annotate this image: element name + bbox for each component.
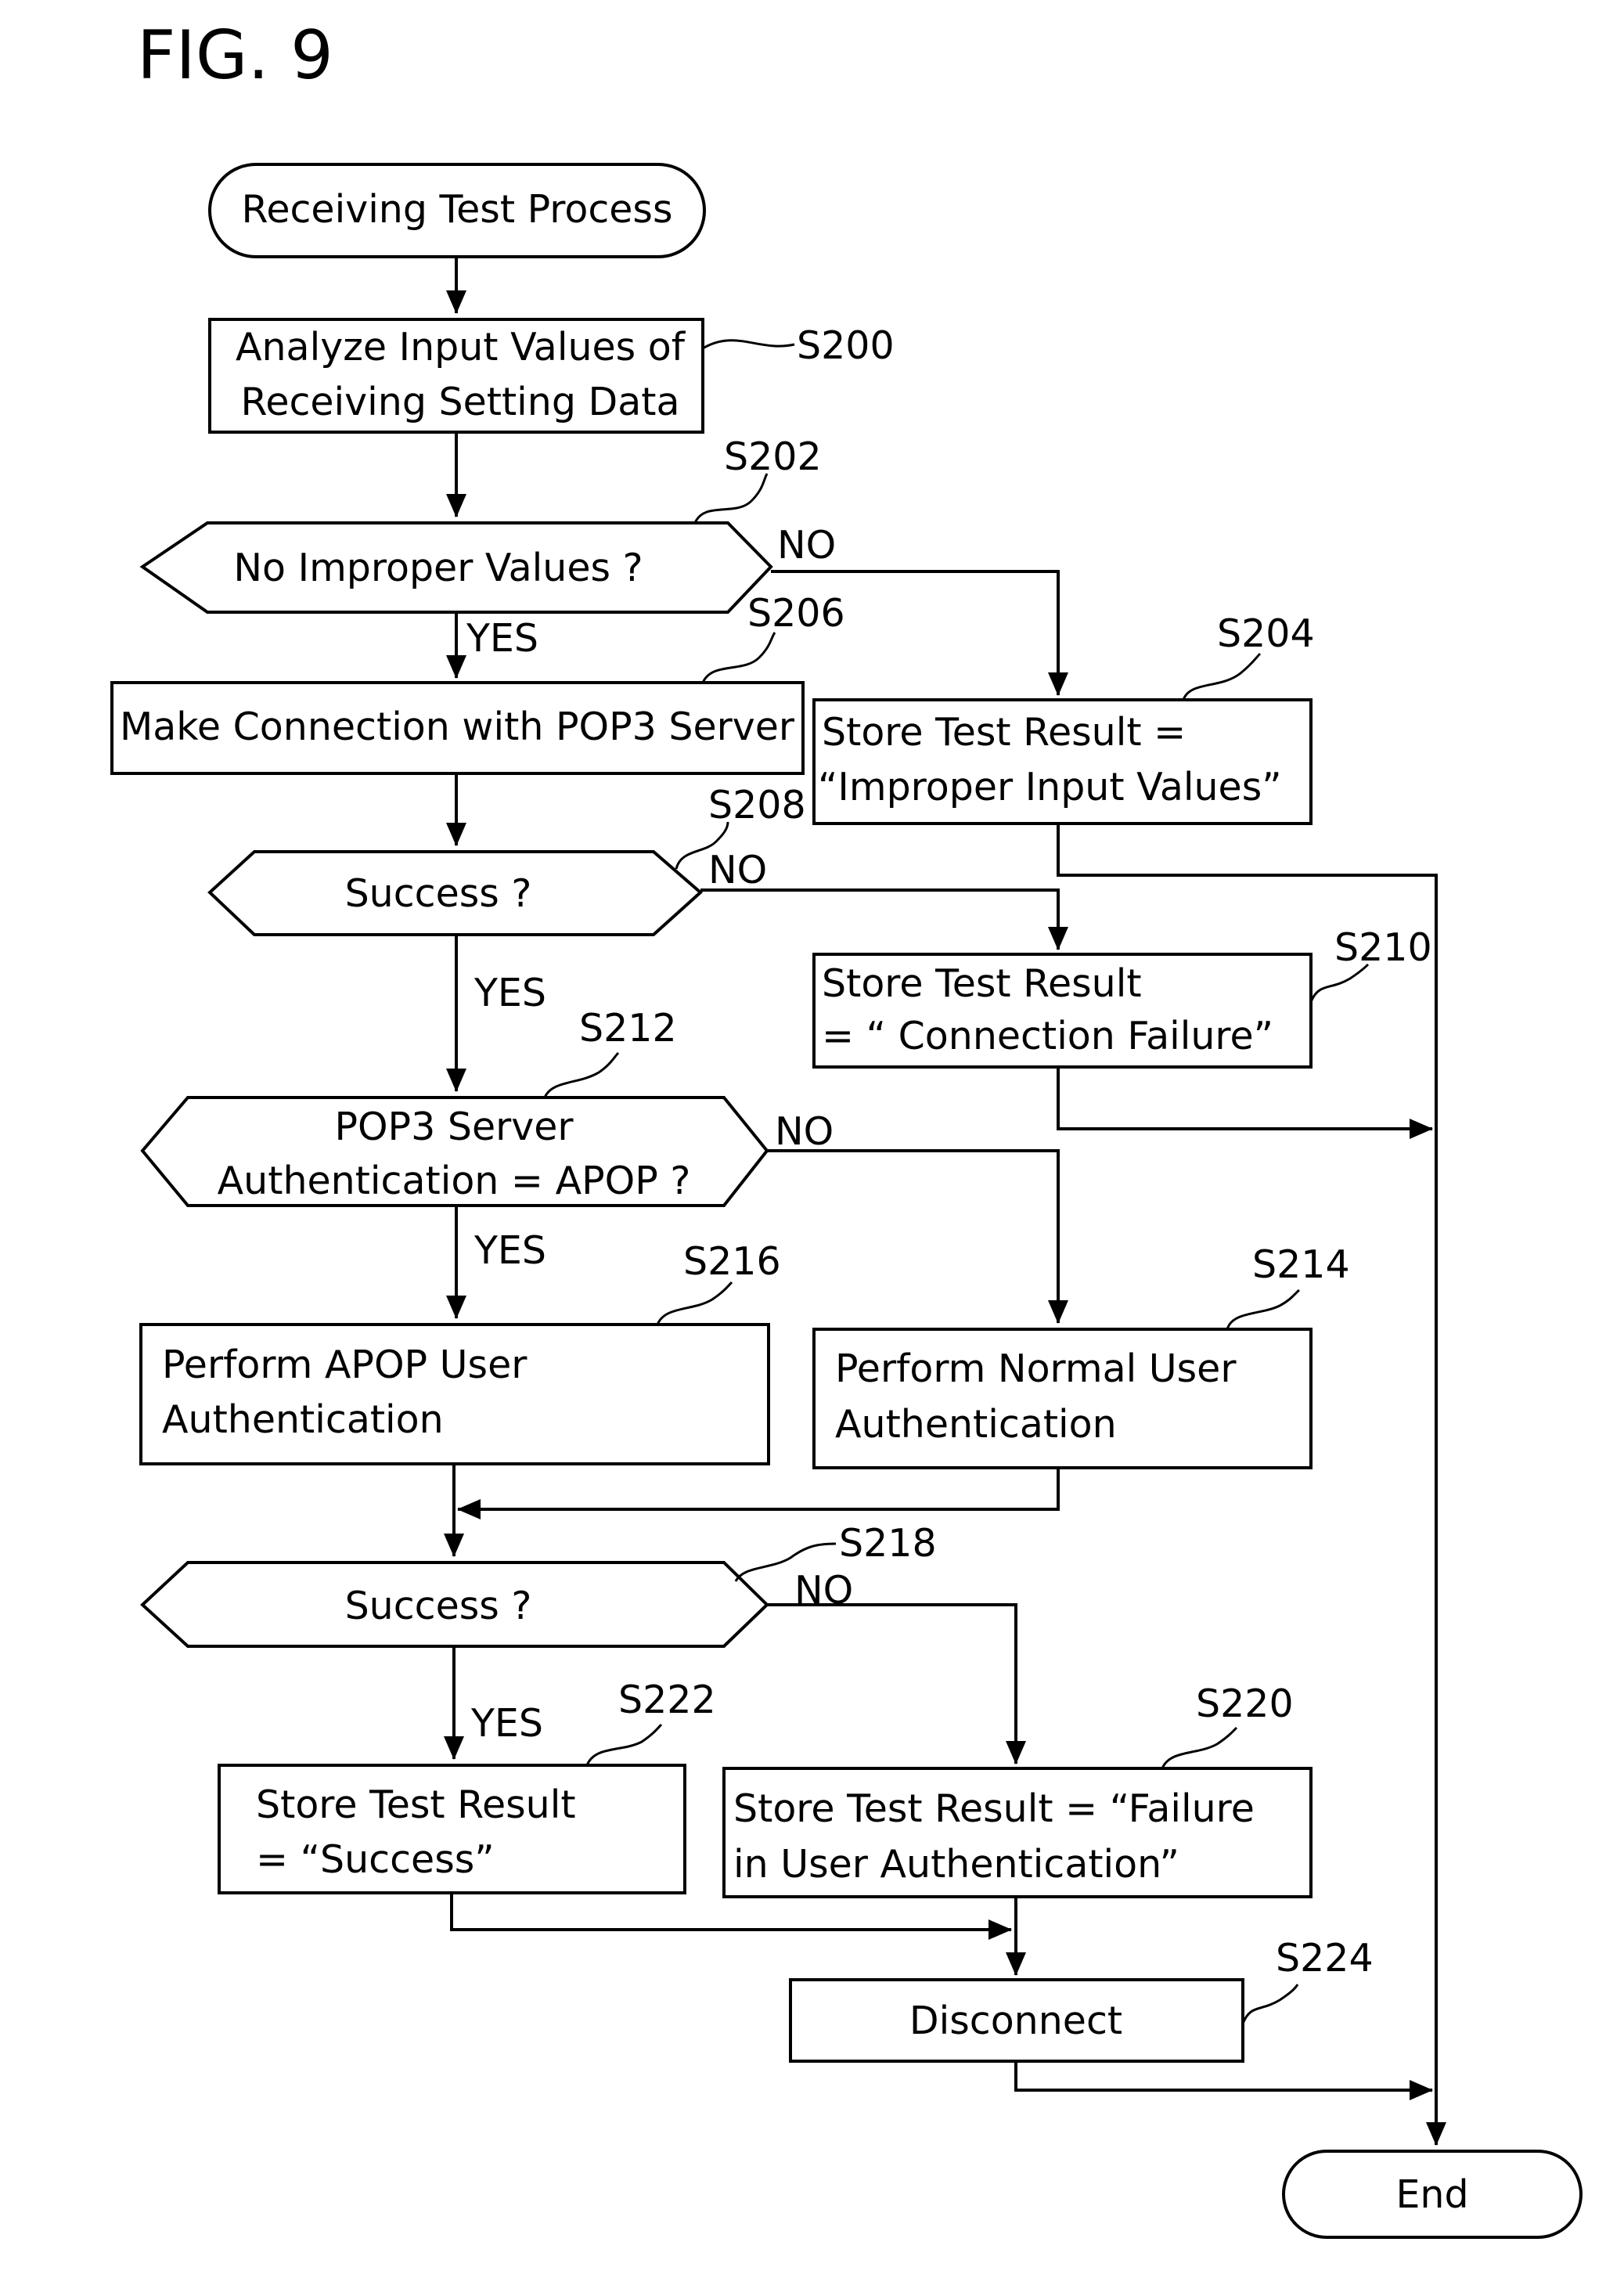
connector-s214-merge [458, 1468, 1058, 1509]
s210-leader [1311, 964, 1368, 1002]
start-terminator: Receiving Test Process [210, 164, 704, 257]
s200-line-2: Receiving Setting Data [240, 380, 679, 424]
process-s214: Perform Normal User Authentication S214 [814, 1242, 1350, 1468]
s212-yes-label: YES [474, 1228, 546, 1273]
s204-step-label: S204 [1217, 611, 1315, 656]
s218-step-label: S218 [839, 1521, 937, 1566]
decision-s202: No Improper Values ? S202 NO YES [142, 434, 836, 661]
s204-line-2: “Improper Input Values” [818, 765, 1282, 809]
s200-leader [703, 341, 794, 348]
s212-step-label: S212 [579, 1006, 677, 1051]
s202-step-label: S202 [724, 434, 822, 479]
connector-s222-merge [452, 1893, 1011, 1930]
s214-leader [1227, 1290, 1299, 1329]
s222-leader [587, 1725, 661, 1765]
end-terminator: End [1284, 2151, 1581, 2237]
start-label: Receiving Test Process [242, 187, 673, 232]
s208-yes-label: YES [474, 971, 546, 1015]
s224-leader [1243, 1984, 1298, 2024]
process-s216: Perform APOP User Authentication S216 [141, 1239, 781, 1464]
s222-line-1: Store Test Result [256, 1782, 576, 1827]
s218-yes-label: YES [470, 1701, 543, 1746]
s218-no-label: NO [794, 1568, 853, 1613]
s212-line-2: Authentication = APOP ? [218, 1159, 691, 1203]
s214-step-label: S214 [1252, 1242, 1350, 1287]
s210-line-1: Store Test Result [822, 961, 1142, 1006]
s224-line-1: Disconnect [909, 1999, 1122, 2043]
s222-step-label: S222 [618, 1678, 716, 1722]
s214-line-2: Authentication [835, 1402, 1117, 1447]
figure-title: FIG. 9 [137, 16, 333, 95]
s220-line-2: in User Authentication” [733, 1842, 1179, 1887]
decision-s208: Success ? S208 NO YES [210, 783, 806, 1015]
process-s204: Store Test Result = “Improper Input Valu… [814, 611, 1315, 824]
process-s200: Analyze Input Values of Receiving Settin… [210, 319, 895, 432]
process-s210: Store Test Result = “ Connection Failure… [814, 925, 1432, 1067]
s216-leader [657, 1282, 732, 1325]
s208-question: Success ? [345, 871, 532, 916]
s208-no-label: NO [708, 848, 767, 892]
s212-line-1: POP3 Server [334, 1105, 574, 1149]
s214-line-1: Perform Normal User [835, 1346, 1237, 1391]
s218-question: Success ? [345, 1584, 532, 1628]
end-label: End [1395, 2172, 1468, 2217]
s200-step-label: S200 [797, 323, 895, 368]
s216-step-label: S216 [683, 1239, 781, 1284]
process-s222: Store Test Result = “Success” S222 [219, 1678, 716, 1893]
s220-line-1: Store Test Result = “Failure [733, 1786, 1255, 1831]
connector-s224-trunk [1016, 2061, 1432, 2090]
s204-leader [1183, 654, 1260, 700]
s220-leader [1162, 1728, 1237, 1768]
s212-no-label: NO [775, 1109, 834, 1154]
s202-yes-label: YES [466, 616, 538, 661]
s208-step-label: S208 [708, 783, 806, 827]
decision-s212: POP3 Server Authentication = APOP ? S212… [142, 1006, 834, 1273]
s204-line-1: Store Test Result = [822, 710, 1186, 755]
s206-step-label: S206 [747, 591, 845, 636]
s224-step-label: S224 [1276, 1936, 1374, 1981]
s206-leader [703, 633, 775, 683]
connector-s208-s210 [700, 890, 1058, 950]
s216-line-2: Authentication [162, 1397, 444, 1442]
s210-step-label: S210 [1334, 925, 1432, 970]
connector-s210-trunk [1058, 1067, 1432, 1129]
s200-line-1: Analyze Input Values of [236, 325, 686, 369]
s210-line-2: = “ Connection Failure” [822, 1014, 1273, 1058]
s202-leader [695, 474, 767, 523]
connector-s218-s220 [763, 1605, 1016, 1764]
s206-line-1: Make Connection with POP3 Server [120, 705, 795, 749]
s202-no-label: NO [777, 523, 836, 568]
s220-step-label: S220 [1196, 1681, 1294, 1726]
decision-s218: Success ? S218 NO YES [142, 1521, 937, 1746]
s222-line-2: = “Success” [256, 1837, 495, 1882]
process-s224: Disconnect S224 [790, 1936, 1374, 2061]
connector-s212-s214 [763, 1151, 1058, 1323]
s202-question: No Improper Values ? [233, 546, 643, 590]
s216-line-1: Perform APOP User [162, 1343, 528, 1387]
s212-leader [545, 1053, 618, 1098]
